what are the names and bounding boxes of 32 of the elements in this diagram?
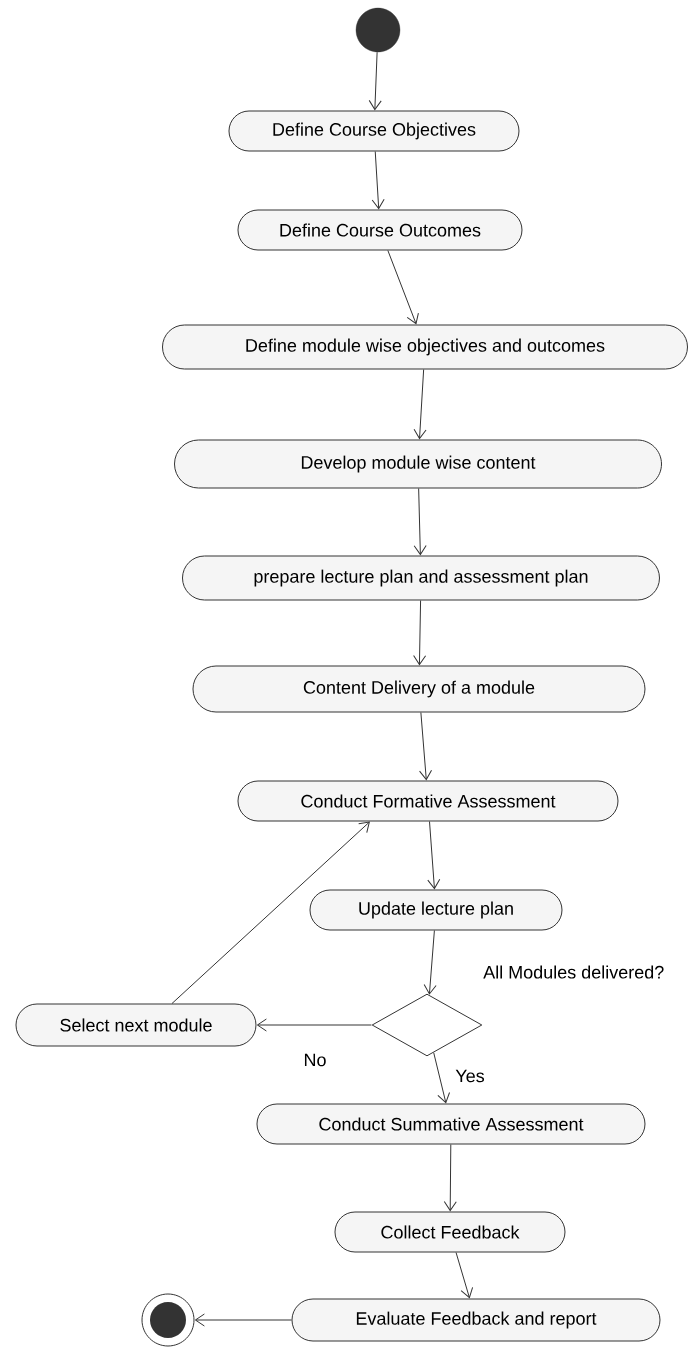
arrow [413, 369, 427, 440]
arrow [413, 488, 427, 556]
activity-box: Define Course Outcomes [237, 209, 523, 251]
arrow [194, 1313, 292, 1327]
activity-box: Develop module wise content [174, 439, 662, 489]
condition-label: All Modules delivered? [483, 965, 664, 979]
activity-box: prepare lecture plan and assessment plan [182, 555, 660, 601]
start-node [355, 7, 401, 53]
activity-box: Select next module [15, 1003, 257, 1047]
arrow [387, 250, 419, 325]
activity-box: Conduct Summative Assessment [256, 1103, 646, 1145]
activity-box: Content Delivery of a module [192, 665, 646, 713]
edge-label: No [304, 1053, 326, 1067]
activity-box: Define module wise objectives and outcomes [162, 324, 688, 370]
end-node [141, 1293, 195, 1347]
arrow [423, 930, 437, 995]
arrow [371, 151, 385, 210]
arrow [256, 1018, 372, 1032]
arrow [419, 712, 433, 781]
arrow [171, 821, 370, 1004]
arrow [427, 821, 441, 890]
activity-box: Collect Feedback [334, 1211, 566, 1253]
arrow [413, 600, 427, 666]
activity-box: Define Course Objectives [228, 110, 520, 152]
edge-label: Yes [455, 1069, 485, 1083]
activity-box: Evaluate Feedback and report [291, 1298, 661, 1342]
arrow [368, 51, 382, 111]
activity-box: Update lecture plan [309, 889, 563, 931]
arrow [455, 1252, 474, 1299]
activity-box: Conduct Formative Assessment [237, 780, 619, 822]
arrow [443, 1144, 457, 1212]
arrow [433, 1052, 451, 1104]
